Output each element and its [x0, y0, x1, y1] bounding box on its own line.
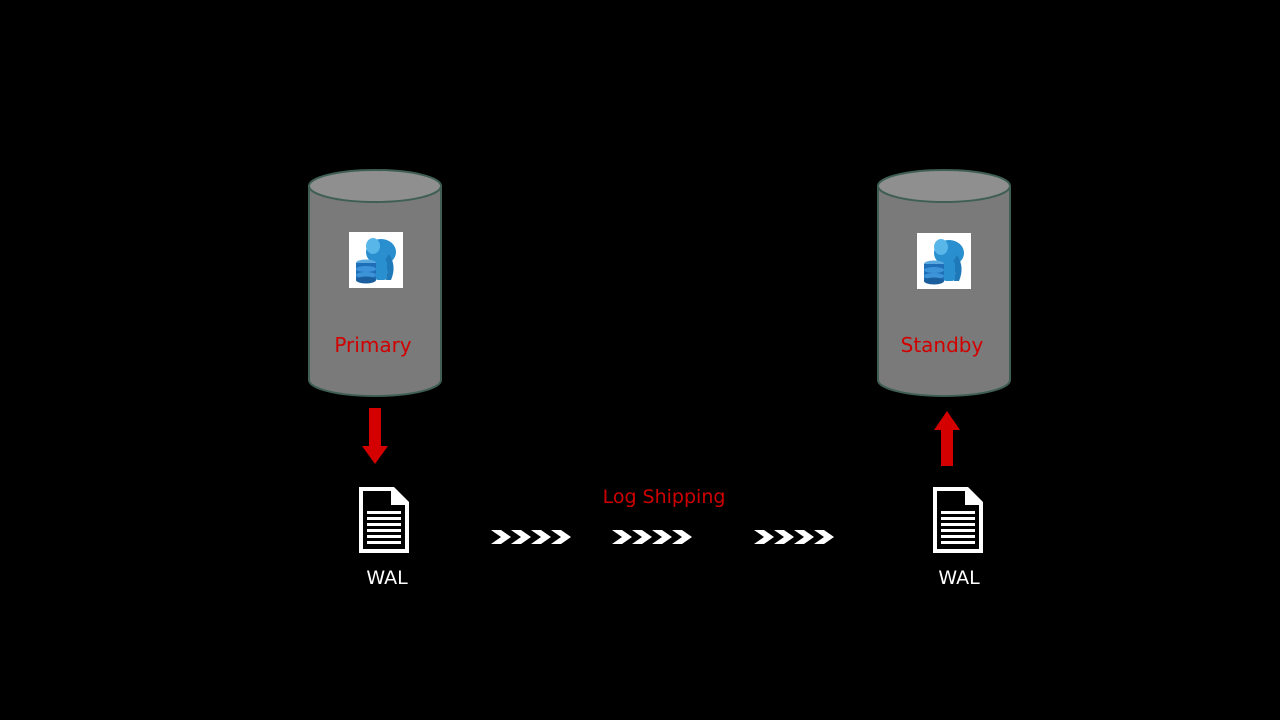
chevron-arrows-icon — [754, 530, 834, 544]
postgresql-logo-icon — [349, 232, 403, 288]
standby-database-cylinder — [877, 169, 1011, 397]
chevron-arrows-icon — [491, 530, 571, 544]
wal-label-right: WAL — [938, 567, 980, 589]
wal-document-icon — [359, 487, 409, 553]
up-arrow-icon — [934, 411, 960, 466]
primary-label: Primary — [334, 333, 412, 357]
standby-label: Standby — [900, 333, 984, 357]
wal-label-left: WAL — [366, 567, 408, 589]
postgresql-logo-icon — [917, 233, 971, 289]
down-arrow-icon — [362, 408, 388, 464]
wal-document-icon — [933, 487, 983, 553]
log-shipping-label: Log Shipping — [602, 486, 726, 508]
primary-database-cylinder — [308, 169, 442, 397]
chevron-arrows-icon — [612, 530, 692, 544]
